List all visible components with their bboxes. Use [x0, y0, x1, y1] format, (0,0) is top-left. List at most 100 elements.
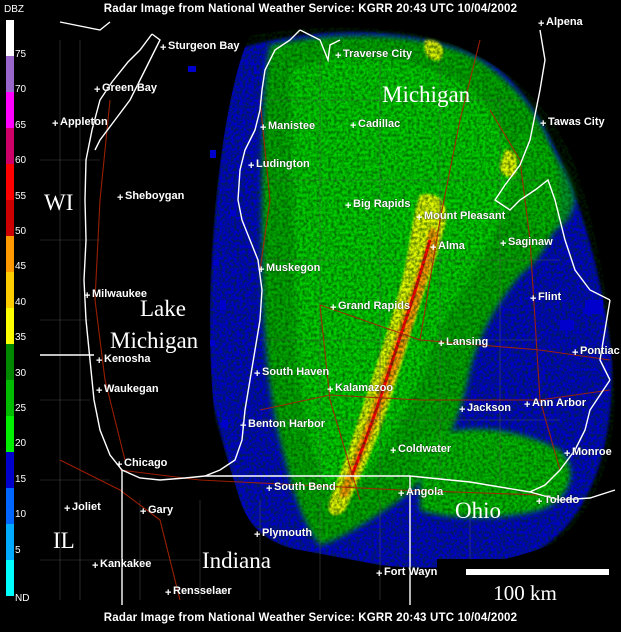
- legend-label: 40: [15, 296, 27, 308]
- legend-swatch: [6, 452, 14, 488]
- city-marker: +: [96, 355, 102, 367]
- legend-label: 35: [15, 332, 27, 344]
- legend-swatch: [6, 92, 14, 128]
- city-label: Monroe: [572, 446, 612, 458]
- st-clair-shore: [599, 299, 611, 381]
- legend-swatch: [6, 272, 14, 308]
- legend-swatch: [6, 488, 14, 524]
- legend-swatch: [6, 344, 14, 380]
- grand-traverse-shore: [299, 29, 341, 63]
- city-label: Lansing: [446, 336, 489, 348]
- city-marker: +: [92, 560, 98, 572]
- legend-label: 45: [15, 261, 27, 273]
- city-label: Flint: [538, 291, 562, 303]
- region-lake-michigan-line2: Michigan: [110, 328, 199, 353]
- legend-label: 5: [15, 544, 21, 556]
- city-label: Sheboygan: [125, 190, 185, 202]
- legend-label: 55: [15, 190, 27, 202]
- city-marker: +: [530, 293, 536, 305]
- city-label: Milwaukee: [92, 288, 148, 300]
- footer-title: Radar Image from National Weather Servic…: [103, 612, 518, 624]
- city-marker: +: [160, 42, 166, 54]
- city-marker: +: [540, 118, 546, 130]
- county-lines: [40, 40, 560, 600]
- city-label: Grand Rapids: [338, 300, 411, 312]
- scale-line: [466, 569, 609, 575]
- city-marker: +: [52, 118, 58, 130]
- city-marker: +: [335, 50, 341, 62]
- lake-michigan-west-shore: [83, 33, 206, 481]
- city-label: Fort Wayne: [384, 566, 444, 578]
- legend-label: 75: [15, 49, 27, 60]
- city-label: Coldwater: [398, 443, 452, 455]
- wi-up-border: [59, 21, 111, 31]
- city-label: Green Bay: [102, 82, 158, 94]
- legend-swatch: [6, 56, 14, 92]
- legend-label: 65: [15, 119, 27, 131]
- legend-label: 50: [15, 226, 27, 237]
- legend-label: 25: [15, 403, 27, 414]
- city-marker: +: [94, 84, 100, 96]
- city-marker: +: [327, 384, 333, 396]
- radar-echoes: [209, 27, 615, 568]
- city-marker: +: [564, 448, 570, 460]
- legend-swatch: [6, 200, 14, 236]
- legend-label: 60: [15, 155, 27, 167]
- region-indiana: Indiana: [202, 548, 271, 573]
- legend-label: 70: [15, 84, 27, 96]
- city-marker: +: [258, 264, 264, 276]
- city-marker: +: [64, 503, 70, 515]
- city-label: Gary: [148, 504, 174, 516]
- city-label: Joliet: [72, 501, 101, 513]
- city-label: Ludington: [256, 158, 310, 170]
- city-label: Ann Arbor: [532, 397, 586, 409]
- legend-swatch: [6, 236, 14, 272]
- city-marker: +: [84, 290, 90, 302]
- city-label: Chicago: [124, 457, 168, 469]
- city-label: Kankakee: [100, 558, 152, 570]
- city-marker: +: [500, 238, 506, 250]
- city-marker: +: [390, 445, 396, 457]
- city-marker: +: [538, 18, 544, 30]
- city-label: Sturgeon Bay: [168, 40, 240, 52]
- legend-title: DBZ: [4, 4, 24, 15]
- city-label: Plymouth: [262, 527, 313, 539]
- region-ohio: Ohio: [455, 498, 501, 523]
- echo-texture: [209, 27, 615, 568]
- city-label: Cadillac: [358, 118, 401, 130]
- city-label: Rensselaer: [173, 585, 232, 597]
- legend-swatch: [6, 524, 14, 560]
- city-label: Big Rapids: [353, 198, 411, 210]
- city-label: South Haven: [262, 366, 330, 378]
- city-marker: +: [117, 192, 123, 204]
- city-label: Mount Pleasant: [424, 210, 506, 222]
- city-label: Waukegan: [104, 383, 159, 395]
- scale-label: 100 km: [493, 581, 557, 605]
- region-michigan: Michigan: [382, 82, 471, 107]
- city-label: Saginaw: [508, 236, 553, 248]
- city-label: Alma: [438, 240, 465, 252]
- city-label: Traverse City: [343, 48, 413, 60]
- city-label: Pontiac: [580, 345, 620, 357]
- legend-swatch: [6, 164, 14, 200]
- city-marker: +: [345, 200, 351, 212]
- city-label: Benton Harbor: [248, 418, 325, 430]
- city-label: Angola: [406, 486, 444, 498]
- city-marker: +: [572, 347, 578, 359]
- city-marker: +: [260, 122, 266, 134]
- legend-swatch: [6, 308, 14, 344]
- city-label: South Bend: [274, 481, 336, 493]
- region-lake-michigan-line1: Lake: [140, 296, 186, 321]
- legend-label: 10: [15, 509, 27, 521]
- door-peninsula-shore: [94, 33, 161, 151]
- city-marker: +: [165, 587, 171, 599]
- city-marker: +: [254, 529, 260, 541]
- city-label: Toledo: [544, 494, 580, 506]
- legend-swatch: [6, 560, 14, 596]
- legend-swatch: [6, 380, 14, 416]
- lake-michigan-east-shore: [204, 29, 301, 477]
- city-marker: +: [330, 302, 336, 314]
- city-marker: +: [398, 488, 404, 500]
